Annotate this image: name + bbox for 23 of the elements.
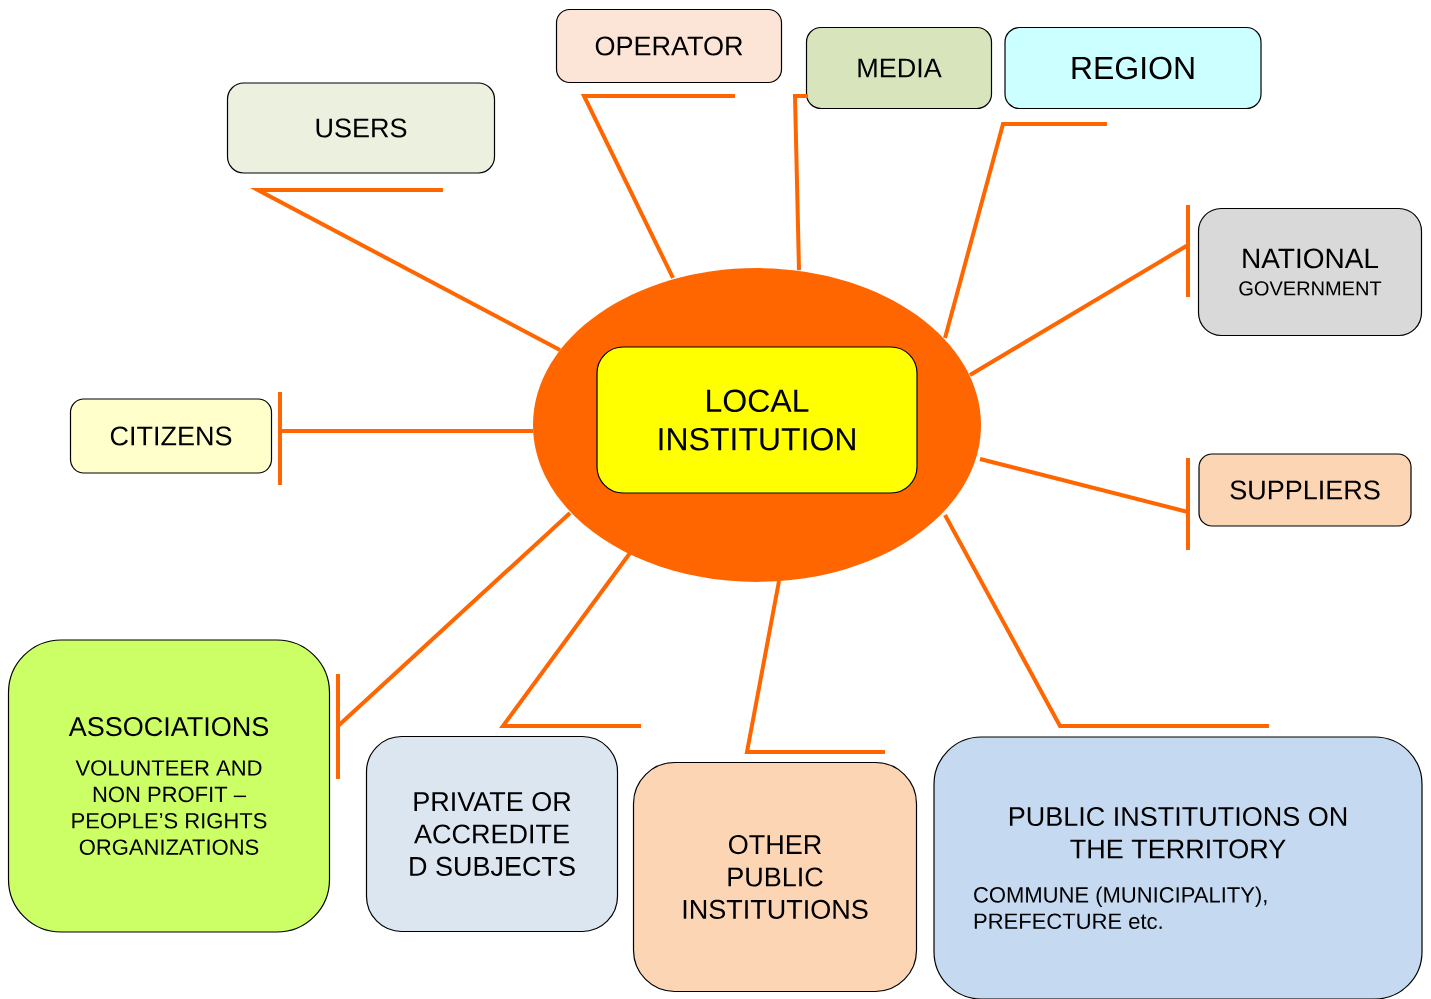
stakeholder-box: ASSOCIATIONS VOLUNTEER AND NON PROFIT – PEOPLE’S RIGHTS ORGANIZATIONS [7, 639, 331, 933]
stakeholder-box: CITIZENS [69, 398, 273, 474]
connector [336, 511, 572, 781]
stakeholder-box: REGION [1004, 26, 1262, 110]
connector [978, 456, 1190, 552]
connector [792, 94, 808, 271]
connector [744, 580, 885, 754]
connector [278, 390, 535, 487]
connector [580, 94, 735, 279]
stakeholder-box: PUBLIC INSTITUTIONS ON THE TERRITORY COMMUNE (MUNICIPALITY), PREFECTURE etc. [933, 736, 1423, 999]
stakeholder-box: NATIONAL GOVERNMENT [1197, 207, 1423, 337]
title-box: LOCAL INSTITUTION [596, 346, 918, 494]
stakeholder-box: PRIVATE OR ACCREDITE D SUBJECTS [365, 735, 619, 933]
connector [943, 122, 1107, 339]
stakeholder-box: OTHER PUBLIC INSTITUTIONS [632, 761, 918, 993]
stakeholder-box: USERS [226, 82, 496, 174]
stakeholder-box: SUPPLIERS [1198, 453, 1412, 527]
connector [968, 203, 1190, 377]
connector [943, 514, 1269, 728]
connector [499, 551, 641, 728]
connector [249, 188, 561, 352]
stakeholder-box: MEDIA [805, 26, 993, 110]
stakeholder-box: OPERATOR [555, 8, 783, 84]
